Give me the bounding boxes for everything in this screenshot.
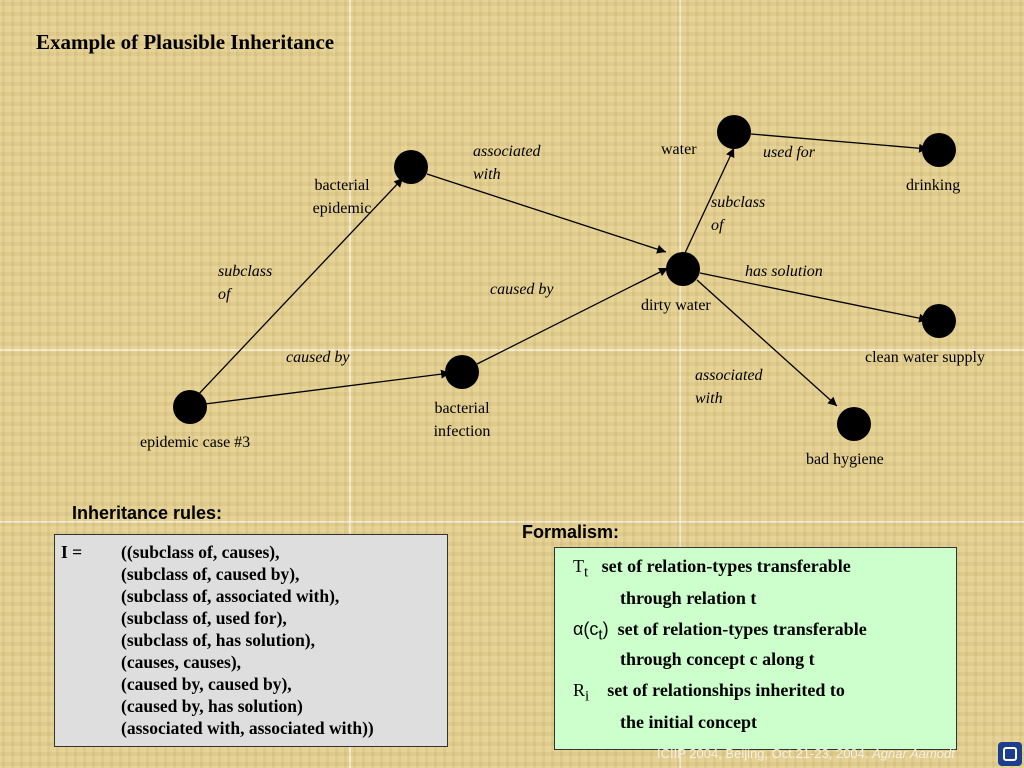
node-label-water: water [661, 141, 697, 158]
relation-label-associated-with-right: associated with [695, 364, 763, 410]
relation-label-line: with [473, 166, 501, 183]
node-bacterial-infection [445, 355, 479, 389]
footer-text: ICIIP 2004, Beijing, Oct.21-23, 2004. Ag… [657, 746, 955, 761]
relation-label-line: subclass [711, 194, 766, 211]
rule-line: (subclass of, used for), [121, 608, 287, 628]
relation-label-caused-by-mid: caused by [490, 281, 554, 298]
rule-row: (associated with, associated with)) [61, 717, 441, 739]
relation-label-line: with [695, 390, 723, 407]
edge-dirty-water-to-bad-hygiene [696, 279, 838, 407]
rule-row: (subclass of, caused by), [61, 563, 441, 585]
formalism-item-alpha: α(ct) set of relation-types transferable… [573, 617, 948, 673]
rule-line: (subclass of, associated with), [121, 586, 340, 606]
footer-conference: ICIIP 2004, Beijing, Oct.21-23, 2004. [657, 746, 869, 761]
rule-row: (subclass of, has solution), [61, 629, 441, 651]
rule-row: I = ((subclass of, causes), [61, 541, 441, 563]
edge-dirty-water-to-water [684, 147, 735, 254]
relation-label-used-for: used for [763, 144, 815, 161]
node-label-drinking: drinking [906, 177, 961, 194]
edge-dirty-water-to-clean-water-supply [699, 272, 929, 323]
formalism-box: Tt set of relation-types transferable th… [554, 547, 957, 750]
relation-label-associated-with-top: associated with [473, 140, 541, 186]
rule-line: ((subclass of, causes), [121, 542, 280, 562]
footer-author: Agnar Aamodt [872, 746, 955, 761]
relation-label-caused-by-lower: caused by [286, 349, 350, 366]
relation-label-line: associated [695, 367, 763, 384]
node-label-bacterial-infection: bacterial infection [412, 397, 512, 443]
rule-prefix: I = [61, 542, 83, 562]
edge-epidemic-case-to-bacterial-epidemic [194, 177, 404, 399]
node-bacterial-epidemic [394, 150, 428, 184]
rule-line: (caused by, has solution) [121, 696, 303, 716]
formalism-heading: Formalism: [522, 522, 620, 542]
rule-row: (subclass of, associated with), [61, 585, 441, 607]
rule-row: (subclass of, used for), [61, 607, 441, 629]
edge-water-to-drinking [750, 133, 929, 153]
node-clean-water-supply [922, 304, 956, 338]
node-epidemic-case [173, 390, 207, 424]
relation-label-line: of [218, 286, 231, 303]
formalism-desc-line2: the initial concept [620, 711, 757, 732]
rule-row: (causes, causes), [61, 651, 441, 673]
formalism-symbol: Tt [573, 556, 589, 581]
rule-line: (associated with, associated with)) [121, 718, 374, 738]
rule-line: (causes, causes), [121, 652, 242, 672]
node-label-bad-hygiene: bad hygiene [806, 451, 884, 468]
relation-label-subclass-of-right: subclass of [711, 191, 765, 237]
node-label-epidemic-case: epidemic case #3 [140, 434, 251, 451]
formalism-desc-line1: set of relation-types transferable [601, 556, 851, 576]
inheritance-rules-heading: Inheritance rules: [72, 503, 223, 523]
node-label-clean-water-supply: clean water supply [865, 349, 985, 366]
slide-title: Example of Plausible Inheritance [36, 30, 335, 54]
relation-label-line: associated [473, 143, 541, 160]
relation-label-line: of [711, 217, 724, 234]
node-label-bacterial-epidemic: bacterial epidemic [292, 174, 392, 220]
node-label-line: bacterial [314, 177, 370, 194]
node-water [717, 115, 751, 149]
formalism-desc-line1: set of relation-types transferable [617, 618, 867, 639]
formalism-desc-line1: set of relationships inherited to [607, 680, 845, 701]
edge-bacterial-epidemic-to-dirty-water [426, 173, 667, 254]
rule-line: (caused by, caused by), [121, 674, 292, 694]
formalism-item-r: Ri set of relationships inherited to the… [573, 678, 948, 735]
edge-bacterial-infection-to-dirty-water [476, 267, 669, 365]
formalism-symbol: α(ct) [573, 618, 609, 644]
relation-label-has-solution: has solution [745, 263, 823, 280]
node-dirty-water [666, 252, 700, 286]
node-label-line: bacterial [434, 400, 490, 417]
edge-epidemic-case-to-bacterial-infection [204, 369, 451, 405]
rule-line: (subclass of, caused by), [121, 564, 300, 584]
rule-row: (caused by, has solution) [61, 695, 441, 717]
node-label-line: infection [433, 423, 491, 440]
rule-row: (caused by, caused by), [61, 673, 441, 695]
node-label-line: epidemic [312, 200, 372, 217]
relation-label-subclass-of-left: subclass of [218, 260, 272, 306]
formalism-item-t: Tt set of relation-types transferable th… [573, 554, 948, 611]
logo-icon [998, 742, 1022, 766]
rule-line: (subclass of, has solution), [121, 630, 316, 650]
concept-graph [173, 115, 956, 441]
node-bad-hygiene [837, 407, 871, 441]
formalism-desc-line2: through relation t [620, 587, 757, 608]
formalism-desc-line2: through concept c along t [620, 649, 815, 670]
formalism-symbol: Ri [573, 680, 590, 705]
node-label-dirty-water: dirty water [641, 297, 711, 314]
node-drinking [922, 133, 956, 167]
inheritance-rules-box: I = ((subclass of, causes), (subclass of,… [54, 534, 448, 747]
relation-label-line: subclass [218, 263, 273, 280]
